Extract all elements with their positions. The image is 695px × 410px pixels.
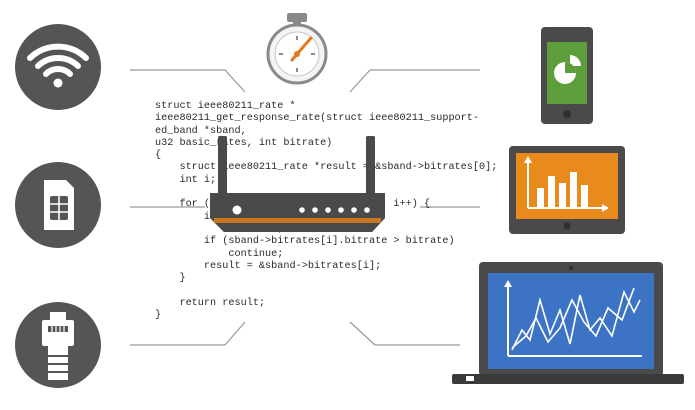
code-line: for (i = 0; i < sband->n_bitrates; i++) … [155,199,431,211]
laptop-line-chart-icon [452,262,684,384]
code-line: return result; [155,297,266,309]
code-line: u32 basic_rates, int bitrate) [155,137,333,149]
stopwatch-icon [266,13,328,85]
code-line: } [155,310,162,322]
code-line: struct ieee80211_rate *result = &sband->… [155,162,498,174]
code-line: ieee80211_get_response_rate(struct ieee8… [155,113,480,125]
connector-ethernet [130,321,246,346]
code-line: struct ieee80211_rate * [155,101,296,112]
code-line: } [155,273,186,285]
code-line: ed_band *sband, [155,125,247,137]
connector-phone [349,69,480,93]
phone-pie-chart-icon [541,27,593,124]
wifi-icon [15,24,101,110]
connector-lines [130,69,480,346]
code-line: int i; [155,174,217,186]
connector-laptop [349,321,460,346]
code-snippet: struct ieee80211_rate * ieee80211_get_re… [155,101,497,322]
connector-wifi [130,69,246,93]
code-line: result = &sband->bitrates[i]; [155,260,382,272]
code-line: { [155,150,162,162]
tablet-bar-chart-icon [509,146,625,234]
code-line: continue; [155,248,284,260]
code-line: if (!(basic_rates & BIT(i))) [155,211,376,223]
code-line: if (sband->bitrates[i].bitrate > bitrate… [155,236,455,248]
code-line: continue; [155,223,284,235]
ethernet-plug-icon [15,302,101,388]
sim-card-icon [15,162,101,248]
